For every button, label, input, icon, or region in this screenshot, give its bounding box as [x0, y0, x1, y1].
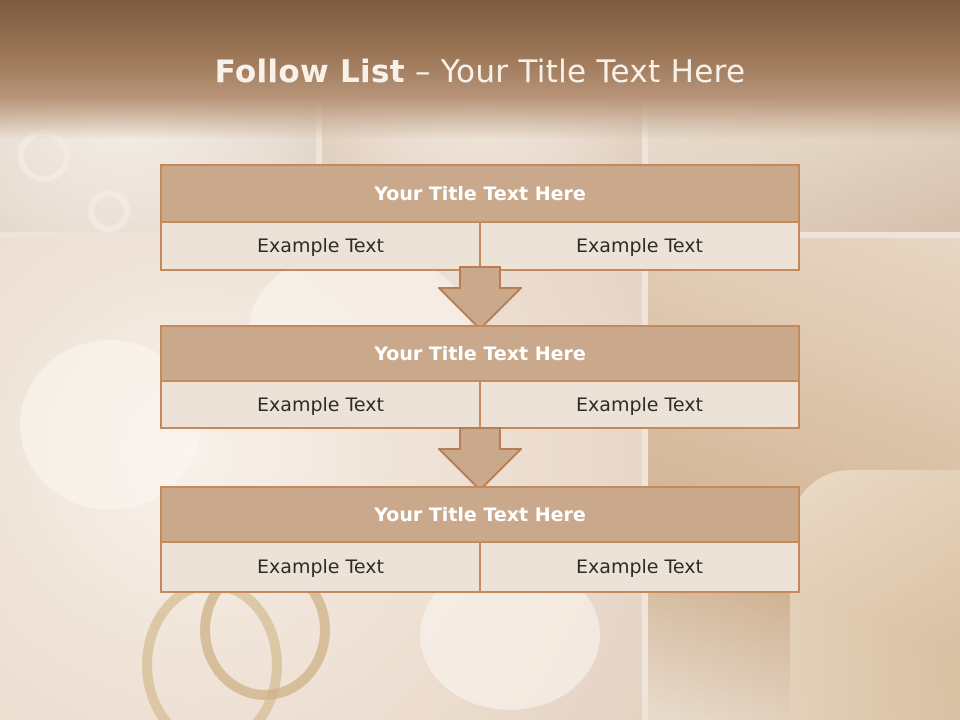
step-cells: Example Text Example Text [160, 380, 800, 429]
down-arrow-icon [438, 427, 522, 491]
step-cell-left: Example Text [160, 221, 481, 271]
bg-scroll-image [790, 470, 960, 720]
step-cell-right: Example Text [481, 541, 800, 593]
step-title: Your Title Text Here [160, 486, 800, 541]
slide-title-rest: – Your Title Text Here [404, 54, 746, 90]
step-cell-right: Example Text [481, 380, 800, 429]
slide-title: Follow List – Your Title Text Here [0, 54, 960, 90]
step-cell-left: Example Text [160, 541, 481, 593]
step-title: Your Title Text Here [160, 325, 800, 380]
title-banner: Follow List – Your Title Text Here [0, 0, 960, 140]
slide-title-bold: Follow List [214, 54, 405, 90]
step-cell-right: Example Text [481, 221, 800, 271]
bg-swirl [88, 190, 130, 232]
step-title: Your Title Text Here [160, 164, 800, 221]
step-cells: Example Text Example Text [160, 221, 800, 271]
step-block-2: Your Title Text Here Example Text Exampl… [160, 325, 800, 429]
step-block-1: Your Title Text Here Example Text Exampl… [160, 164, 800, 271]
down-arrow-icon [438, 266, 522, 330]
step-block-3: Your Title Text Here Example Text Exampl… [160, 486, 800, 593]
step-cells: Example Text Example Text [160, 541, 800, 593]
step-cell-left: Example Text [160, 380, 481, 429]
